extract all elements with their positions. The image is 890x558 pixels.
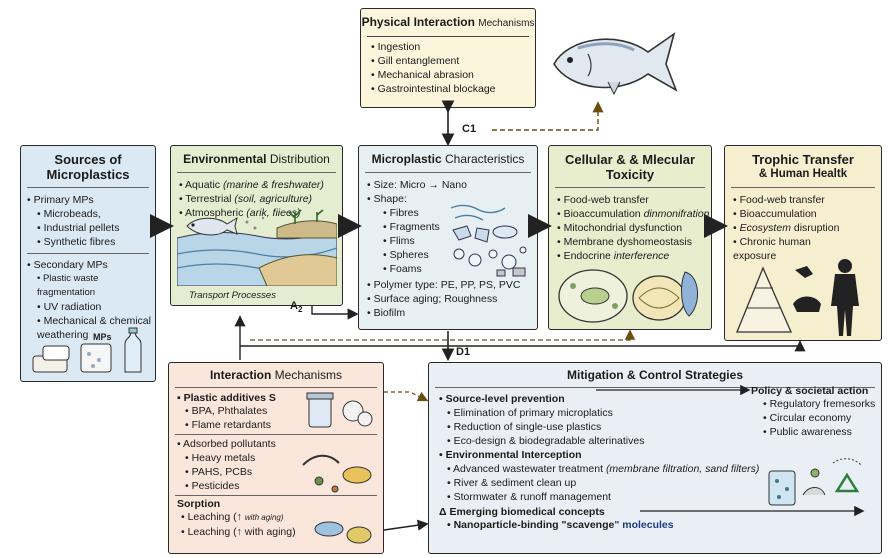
trophic-transfer-title: Trophic Transfer & Human Healtk	[752, 152, 854, 180]
plastic-additives-label: ▪ Plastic additives S	[177, 392, 276, 404]
list-item: BPA, Phthalates	[175, 404, 383, 418]
secondary-mps-label: Secondary MPs	[27, 258, 155, 272]
primary-mps-label: Primary MPs	[27, 193, 155, 207]
policy-label: Policy & societal action	[751, 385, 869, 397]
list-item: Eco-design & biodegradable alterinatives	[437, 434, 881, 448]
cellular-toxicity-box: Cellular & & Mlecular Toxicity Food-web …	[548, 145, 712, 330]
list-item: Fragments	[373, 220, 537, 234]
size-item: Size: Micro → Nano	[367, 178, 537, 192]
environmental-distribution-title: Environmental Distribution	[183, 152, 330, 166]
fish-illustration	[553, 32, 678, 96]
biomedical-label: Δ Emerging biomedical concepts	[439, 506, 605, 518]
cellular-toxicity-title: Cellular & & Mlecular Toxicity	[564, 152, 696, 182]
list-item: Aquatic (marine & freshwater)	[179, 178, 342, 192]
list-item: Circular economy	[753, 411, 877, 425]
list-item: Ecosystem disruption	[733, 221, 881, 235]
interaction-mechanisms-box: Interaction Mechanisms ▪ Plastic additiv…	[168, 362, 384, 554]
list-item: Microbeads,	[27, 207, 155, 221]
list-item: Advanced wastewater treatment (membrane …	[437, 462, 881, 476]
list-item: Nanoparticle-binding "scavenge" molecule…	[447, 518, 881, 532]
plastic-products-illustration	[32, 327, 142, 373]
list-item: PAHS, PCBs	[175, 465, 383, 479]
list-item: Flame retardants	[175, 418, 383, 432]
physical-interaction-list: Ingestion Gill entanglement Mechanical a…	[361, 40, 535, 96]
list-item: Mitochondrial dysfunction	[557, 221, 711, 235]
pollutants-illustration	[302, 392, 373, 544]
microplastic-characteristics-title: Microplastic Characteristics	[371, 152, 525, 166]
list-item: Mechanical & chemical weathering	[27, 314, 155, 342]
list-item: Biofilm	[367, 306, 537, 320]
list-item: UV radiation	[27, 300, 155, 314]
list-item: Surface aging; Roughness	[367, 292, 537, 306]
cell-illustration	[558, 269, 698, 323]
shape-label: Shape:	[367, 192, 537, 206]
sources-title: Sources of Microplastics	[46, 152, 130, 182]
sorption-label: Sorption	[177, 498, 221, 510]
list-item: Fibres	[373, 206, 537, 220]
list-item: Industrial pellets	[27, 221, 155, 235]
list-item: Bioaccumulation dinmonifration	[557, 207, 711, 221]
particle-shapes-illustration	[450, 204, 527, 277]
list-item: Membrane dyshomeostasis	[557, 235, 711, 249]
connector-c1-label: C1	[462, 123, 477, 135]
bottle-label: MPs	[93, 332, 112, 342]
list-item: Atmospheric (arik, fiiees)	[179, 206, 342, 220]
list-item: Elimination of primary microplatics	[437, 406, 881, 420]
list-item: Pesticides	[175, 479, 383, 493]
list-item: Polymer type: PE, PP, PS, PVC	[367, 278, 537, 292]
food-pyramid-illustration	[736, 259, 859, 336]
list-item: Regulatory fremesorks	[753, 397, 877, 411]
list-item: Food-web transfer	[733, 193, 881, 207]
mitigation-strategies-box: Mitigation & Control Strategies Source-l…	[428, 362, 882, 554]
adsorbed-pollutants-label: Adsorbed pollutants	[177, 437, 383, 451]
recycling-illustration	[768, 458, 862, 506]
list-item: River & sediment clean up	[437, 476, 881, 490]
source-prevention-label: Source-level prevention	[439, 392, 881, 406]
list-item: Food-web transfer	[557, 193, 711, 207]
list-item: Endocrine interference	[557, 249, 711, 263]
list-item: Reduction of single-use plastics	[437, 420, 881, 434]
list-item: Public awareness	[753, 425, 877, 439]
list-item: Stormwater & runoff management	[437, 490, 881, 504]
sources-box: Sources of Microplastics Primary MPs Mic…	[20, 145, 156, 382]
list-item: Gastrointestinal blockage	[371, 82, 535, 96]
list-item: Heavy metals	[175, 451, 383, 465]
list-item: Mechanical abrasion	[371, 68, 535, 82]
interception-label: Environmental Interception	[439, 448, 881, 462]
policy-panel: Policy & societal action Regulatory frem…	[751, 385, 877, 439]
list-item: Bioaccumulation	[733, 207, 881, 221]
connector-d1-label: D1	[456, 346, 471, 358]
interaction-mechanisms-title: Interaction Mechanisms	[209, 368, 343, 382]
list-item: Plastic waste fragmentation	[27, 272, 155, 300]
physical-interaction-box: Physical Interaction Mechanisms Ingestio…	[360, 8, 536, 108]
list-item: Gill entanglement	[371, 54, 535, 68]
list-item: Chronic human exposure	[733, 235, 881, 263]
mitigation-title: Mitigation & Control Strategies	[566, 368, 743, 382]
trophic-transfer-box: Trophic Transfer & Human Healtk Food-web…	[724, 145, 882, 341]
list-item: Ingestion	[371, 40, 535, 54]
environmental-distribution-box: Environmental Distribution Aquatic (mari…	[170, 145, 343, 306]
microplastic-characteristics-box: Microplastic Characteristics Size: Micro…	[358, 145, 538, 330]
list-item: Foams	[373, 262, 537, 276]
list-item: Synthetic fibres	[27, 235, 155, 249]
physical-interaction-title: Physical Interaction Mechanisms	[361, 15, 535, 29]
transport-processes-caption: Transport Processes	[189, 290, 276, 301]
list-item: Spheres	[373, 248, 537, 262]
connector-a2-label: A2	[290, 300, 303, 315]
environment-scene-illustration	[177, 209, 337, 286]
list-item: Leaching (↑ with aging)	[181, 525, 383, 539]
list-item: Terrestrial (soil, agriculture)	[179, 192, 342, 206]
list-item: Flims	[373, 234, 537, 248]
list-item: Leaching (↑ with aging)	[181, 510, 383, 525]
